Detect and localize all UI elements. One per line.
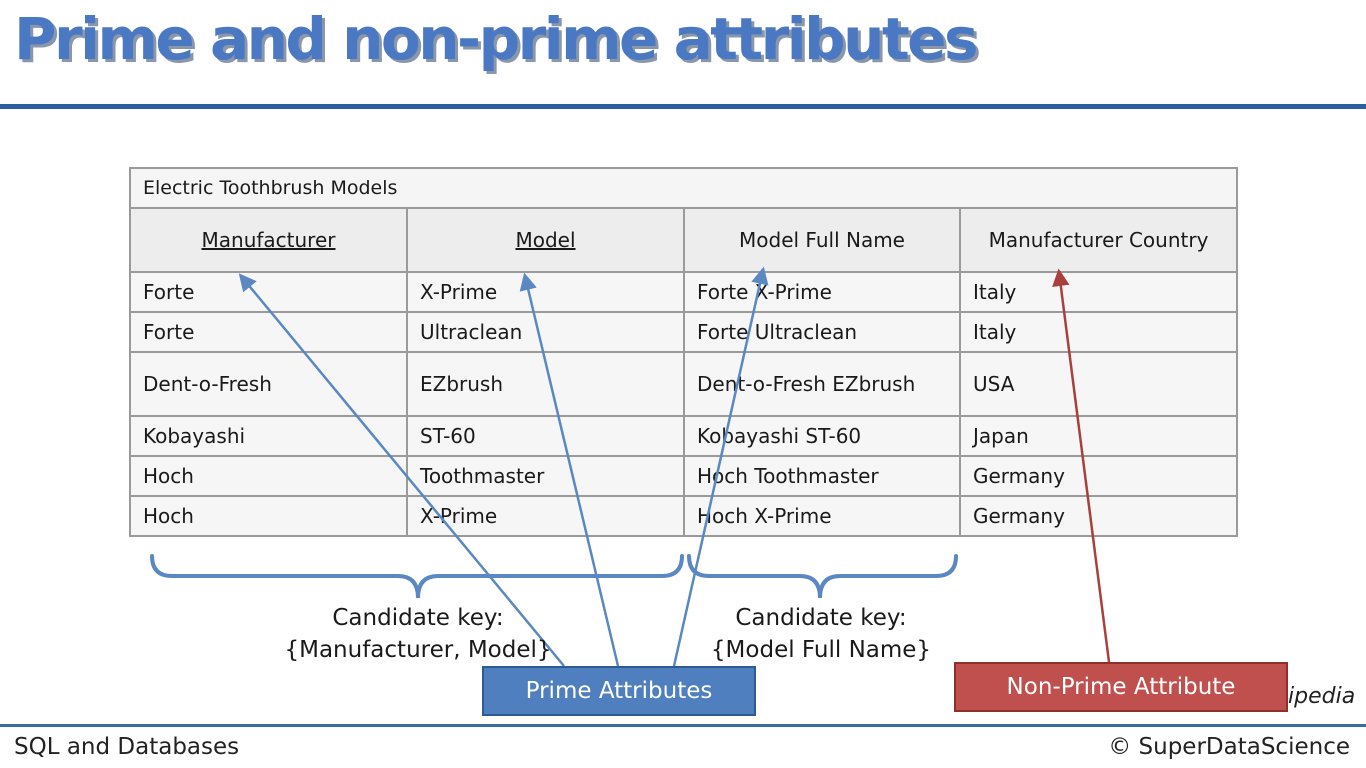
table-row: Kobayashi ST-60 Kobayashi ST-60 Japan <box>129 415 1239 457</box>
table-cell: Germany <box>958 495 1239 537</box>
table-cell: Italy <box>958 271 1239 313</box>
table-cell: Japan <box>958 415 1239 457</box>
table-cell: X-Prime <box>406 495 685 537</box>
arrow-model-full-name <box>672 266 769 667</box>
table-cell: Ultraclean <box>406 311 685 353</box>
non-prime-attribute-label: Non-Prime Attribute <box>954 662 1288 712</box>
prime-attributes-label: Prime Attributes <box>482 666 756 716</box>
candidate-key-1-attributes: {Manufacturer, Model} <box>284 637 552 663</box>
table-cell: Forte X-Prime <box>683 271 961 313</box>
table-cell: Hoch <box>129 455 408 497</box>
arrow-model <box>519 272 620 667</box>
arrow-manufacturer-country <box>1052 268 1111 663</box>
footer-divider <box>0 724 1366 727</box>
footer-copyright: © SuperDataScience <box>1108 734 1350 760</box>
source-credit: ipedia <box>1288 684 1356 709</box>
table-cell: Hoch Toothmaster <box>683 455 961 497</box>
toothbrush-table: Electric Toothbrush Models Manufacturer … <box>128 167 1239 537</box>
arrow-manufacturer <box>238 273 565 667</box>
table-row: Hoch X-Prime Hoch X-Prime Germany <box>129 495 1239 537</box>
column-header-manufacturer-country: Manufacturer Country <box>958 207 1239 273</box>
table-cell: Toothmaster <box>406 455 685 497</box>
table-cell: Italy <box>958 311 1239 353</box>
title-divider <box>0 104 1366 109</box>
footer-course-name: SQL and Databases <box>14 734 240 760</box>
table-row: Forte Ultraclean Forte Ultraclean Italy <box>129 311 1239 353</box>
candidate-key-1-title: Candidate key: <box>332 605 504 631</box>
table-cell: Forte <box>129 311 408 353</box>
table-cell: Dent-o-Fresh <box>129 351 408 417</box>
table-cell: Hoch <box>129 495 408 537</box>
table-cell: Dent-o-Fresh EZbrush <box>683 351 961 417</box>
column-header-model: Model <box>406 207 685 273</box>
table-caption: Electric Toothbrush Models <box>128 167 1239 209</box>
table-cell: Forte <box>129 271 408 313</box>
table-cell: Forte Ultraclean <box>683 311 961 353</box>
candidate-key-2: Candidate key: {Model Full Name} <box>690 602 952 666</box>
brace-candidate-key-1 <box>150 554 684 599</box>
table-cell: USA <box>958 351 1239 417</box>
table-row: Hoch Toothmaster Hoch Toothmaster German… <box>129 455 1239 497</box>
table-cell: Hoch X-Prime <box>683 495 961 537</box>
table-cell: Germany <box>958 455 1239 497</box>
candidate-key-2-attributes: {Model Full Name} <box>710 637 932 663</box>
candidate-key-1: Candidate key: {Manufacturer, Model} <box>262 602 574 666</box>
slide-title: Prime and non-prime attributes <box>14 5 979 73</box>
table-cell: Kobayashi ST-60 <box>683 415 961 457</box>
table-cell: ST-60 <box>406 415 685 457</box>
table-row: Forte X-Prime Forte X-Prime Italy <box>129 271 1239 313</box>
column-header-manufacturer: Manufacturer <box>129 207 408 273</box>
brace-candidate-key-2 <box>687 554 958 599</box>
table-cell: X-Prime <box>406 271 685 313</box>
candidate-key-2-title: Candidate key: <box>735 605 907 631</box>
column-header-model-full-name: Model Full Name <box>683 207 961 273</box>
